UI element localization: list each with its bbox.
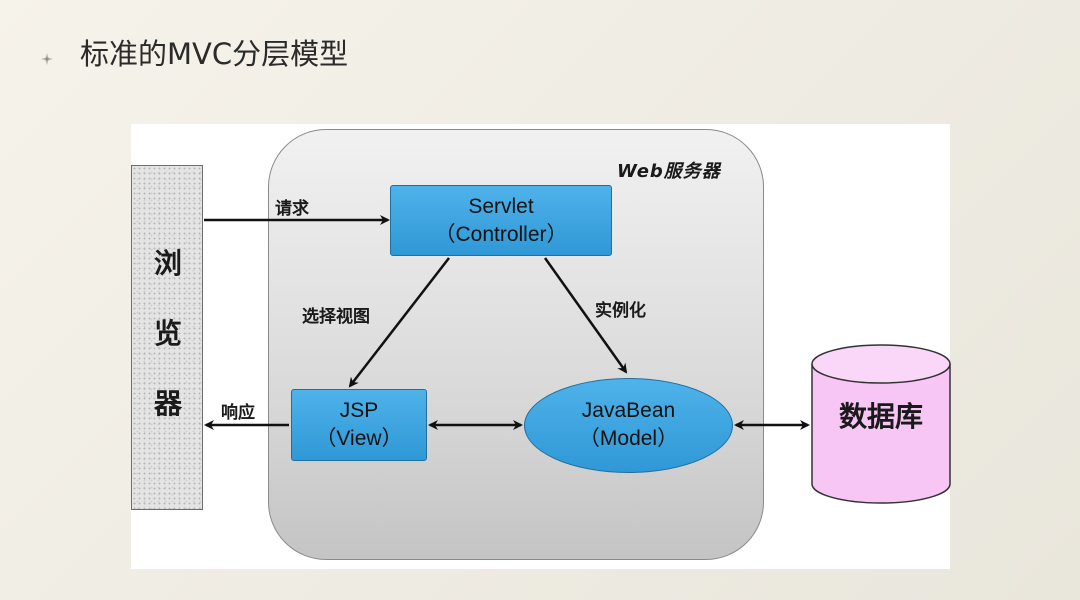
jsp-view-node: JSP （View）	[291, 389, 427, 461]
request-label: 请求	[275, 199, 309, 219]
select-view-label: 选择视图	[302, 307, 370, 327]
servlet-controller-node: Servlet （Controller）	[390, 185, 612, 256]
flow-arrows	[204, 215, 810, 430]
database-cylinder	[811, 344, 951, 504]
instantiate-label: 实例化	[595, 301, 646, 321]
select-view-arrow	[348, 257, 450, 388]
database-label: 数据库	[838, 400, 923, 433]
web-server-label: Web服务器	[617, 161, 721, 182]
diamond-bullet-icon	[41, 53, 53, 65]
instantiate-arrow	[543, 257, 628, 374]
page-title: 标准的MVC分层模型	[80, 37, 349, 71]
servlet-title: Servlet	[468, 195, 534, 218]
javabean-title: JavaBean	[581, 399, 676, 422]
javabean-subtitle: （Model）	[578, 427, 679, 450]
jsp-title: JSP	[339, 399, 379, 422]
mvc-diagram: Web服务器 浏 览 器 Servlet （Controller） JSP （V…	[131, 124, 951, 569]
servlet-subtitle: （Controller）	[434, 223, 568, 246]
browser-label-char: 浏	[153, 247, 182, 280]
browser-label-char: 览	[153, 317, 182, 350]
jsp-subtitle: （View）	[315, 427, 403, 450]
browser-box: 浏 览 器	[131, 165, 203, 510]
response-label: 响应	[221, 403, 255, 423]
javabean-model-node: JavaBean （Model）	[524, 378, 733, 473]
browser-label-char: 器	[153, 387, 182, 420]
